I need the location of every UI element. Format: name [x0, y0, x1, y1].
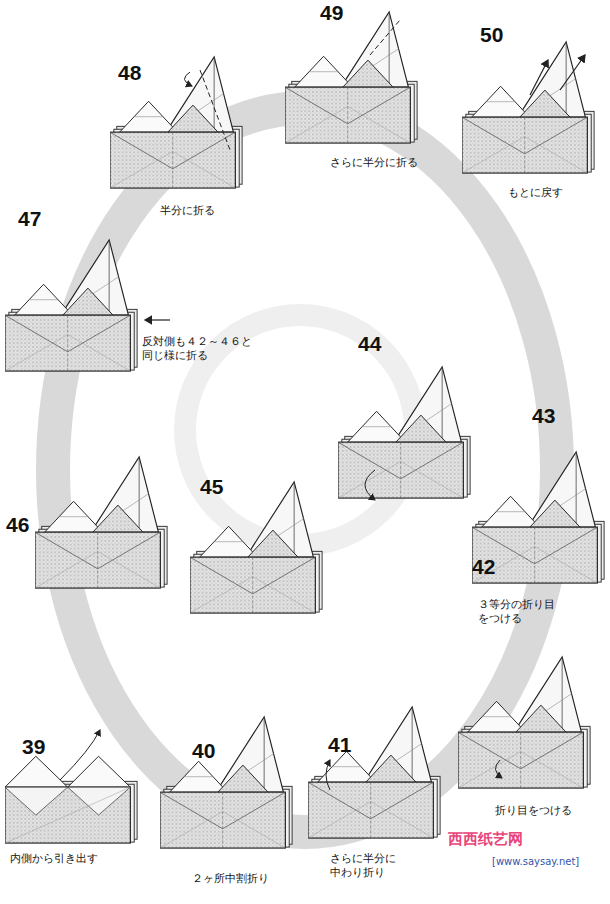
caption: ３等分の折り目をつける — [478, 598, 556, 626]
caption: さらに半分に中わり折り — [330, 852, 402, 880]
step-number: 40 — [192, 740, 215, 762]
step-number: 50 — [480, 24, 503, 46]
caption: 内側から引き出す — [10, 852, 98, 866]
step-number: 39 — [22, 736, 45, 758]
step-number: 48 — [118, 62, 141, 84]
caption: 半分に折る — [160, 204, 215, 218]
step-number: 42 — [472, 556, 495, 578]
step-number: 47 — [18, 208, 41, 230]
step-number: 44 — [358, 333, 381, 355]
step-number: 45 — [200, 476, 223, 498]
step-number: 43 — [532, 405, 555, 427]
step-number: 46 — [6, 514, 29, 536]
caption: もとに戻す — [508, 186, 563, 200]
step-number: 41 — [328, 734, 351, 756]
caption: さらに半分に折る — [330, 156, 418, 170]
caption: 折り目をつける — [495, 804, 572, 818]
caption: ２ヶ所中割折り — [192, 872, 269, 886]
caption: 反対側も４２～４６と同じ様に折る — [142, 335, 260, 363]
step-number: 49 — [320, 2, 343, 24]
watermark: 西西纸艺网 — [448, 830, 523, 848]
watermark: [www.saysay.net] — [492, 856, 579, 868]
